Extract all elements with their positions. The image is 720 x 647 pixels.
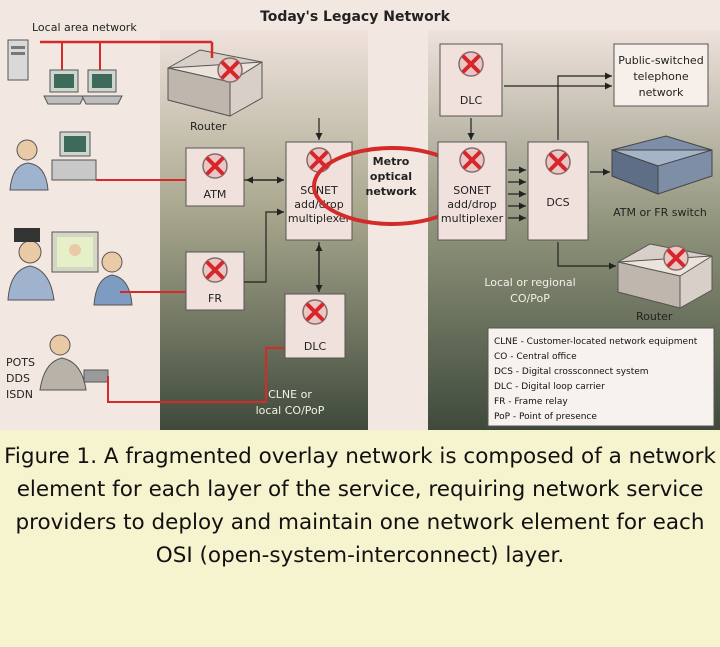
workstation-icon (81, 69, 123, 105)
fr-label: FR (208, 292, 222, 305)
isdn-label: ISDN (6, 388, 33, 401)
server-icon (7, 39, 29, 81)
svg-text:optical: optical (370, 170, 412, 183)
sonet-adm-right: SONET add/drop multiplexer (437, 141, 507, 241)
network-diagram: Today's Legacy Network Local area networ… (0, 0, 720, 430)
local-co-label: Local or regional (484, 276, 575, 289)
dcs-node: DCS (527, 141, 589, 241)
diagram-title: Today's Legacy Network (260, 9, 451, 25)
legend-item: CLNE - Customer-located network equipmen… (494, 337, 698, 347)
metro-label: Metro (373, 155, 410, 168)
dlc-left-node: DLC (284, 293, 346, 359)
atm-fr-switch-device (611, 135, 713, 195)
router-device (167, 49, 263, 117)
router-right-device (617, 243, 713, 309)
legend-item: DCS - Digital crossconnect system (494, 367, 649, 377)
svg-text:Public-switched: Public-switched (618, 54, 703, 67)
pots-label: POTS (6, 356, 35, 369)
clne-label: CLNE or (268, 388, 312, 401)
workstation-icon (43, 69, 85, 105)
router-right-label: Router (636, 310, 673, 323)
figure-caption: Figure 1. A fragmented overlay network i… (0, 432, 720, 647)
user-at-computer-icon (9, 131, 97, 191)
svg-text:DLC: DLC (304, 340, 327, 353)
svg-text:local CO/PoP: local CO/PoP (256, 404, 325, 417)
fr-sonet-link (244, 208, 284, 283)
svg-text:DLC: DLC (460, 94, 483, 107)
atm-fr-switch-label: ATM or FR switch (613, 206, 707, 219)
svg-text:network: network (639, 86, 684, 99)
pots-dlc-link (107, 347, 285, 403)
dcs-pstn-link (557, 72, 612, 140)
legend-item: CO - Central office (494, 352, 577, 362)
caption-text: Figure 1. A fragmented overlay network i… (4, 444, 716, 568)
svg-text:CO/PoP: CO/PoP (510, 292, 550, 305)
legend-item: PoP - Point of presence (494, 412, 597, 422)
svg-text:multiplexer: multiplexer (288, 212, 351, 225)
dcs-router-link (557, 242, 616, 270)
svg-text:SONET: SONET (453, 184, 491, 197)
dds-label: DDS (6, 372, 30, 385)
svg-text:add/drop: add/drop (447, 198, 496, 211)
svg-text:telephone: telephone (633, 70, 689, 83)
atm-label: ATM (204, 188, 227, 201)
svg-text:network: network (365, 185, 417, 198)
legend-box: CLNE - Customer-located network equipmen… (487, 327, 715, 427)
svg-text:DCS: DCS (546, 196, 569, 209)
lan-label: Local area network (32, 21, 137, 34)
svg-text:multiplexer: multiplexer (441, 212, 504, 225)
pstn-box: Public-switched telephone network (613, 43, 709, 107)
legend-item: FR - Frame relay (494, 397, 568, 407)
atm-node: ATM (185, 147, 245, 207)
svg-text:SONET: SONET (300, 184, 338, 197)
dlc-right-node: DLC (439, 43, 503, 117)
legend-item: DLC - Digital loop carrier (494, 382, 605, 392)
video-conference-icon (7, 228, 133, 306)
router-label: Router (190, 120, 227, 133)
fr-node: FR (185, 251, 245, 311)
